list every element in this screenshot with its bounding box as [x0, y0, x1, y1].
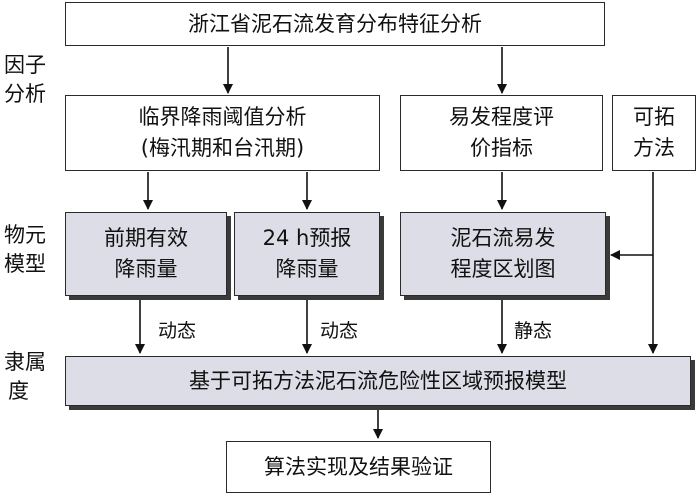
zoning-map-box: 泥石流易发 程度区划图: [400, 212, 606, 296]
forecast-rainfall-box: 24 h预报 降雨量: [234, 212, 380, 296]
extension-method-box: 可拓 方法: [612, 95, 696, 171]
early-effective-rainfall-box: 前期有效 降雨量: [65, 212, 227, 296]
side-label-factor: 因子 分析: [4, 53, 46, 106]
side-label-matter-model: 物元 模型: [4, 223, 46, 276]
title-text: 浙江省泥石流发育分布特征分析: [188, 11, 482, 36]
forecast-model-text: 基于可拓方法泥石流危险性区域预报模型: [189, 368, 567, 393]
validation-box: 算法实现及结果验证: [226, 441, 491, 493]
validation-text: 算法实现及结果验证: [264, 454, 453, 479]
threshold-analysis-box: 临界降雨阈值分析 (梅汛期和台汛期): [65, 95, 380, 171]
title-box: 浙江省泥石流发育分布特征分析: [65, 2, 605, 46]
side-label-membership: 隶属 度: [4, 350, 46, 403]
susceptibility-index-box: 易发程度评 价指标: [400, 95, 603, 171]
edge-label-dynamic-2: 动态: [320, 320, 359, 342]
edge-label-static: 静态: [514, 320, 553, 342]
forecast-model-box: 基于可拓方法泥石流危险性区域预报模型: [65, 356, 691, 406]
edge-label-dynamic-1: 动态: [158, 320, 197, 342]
